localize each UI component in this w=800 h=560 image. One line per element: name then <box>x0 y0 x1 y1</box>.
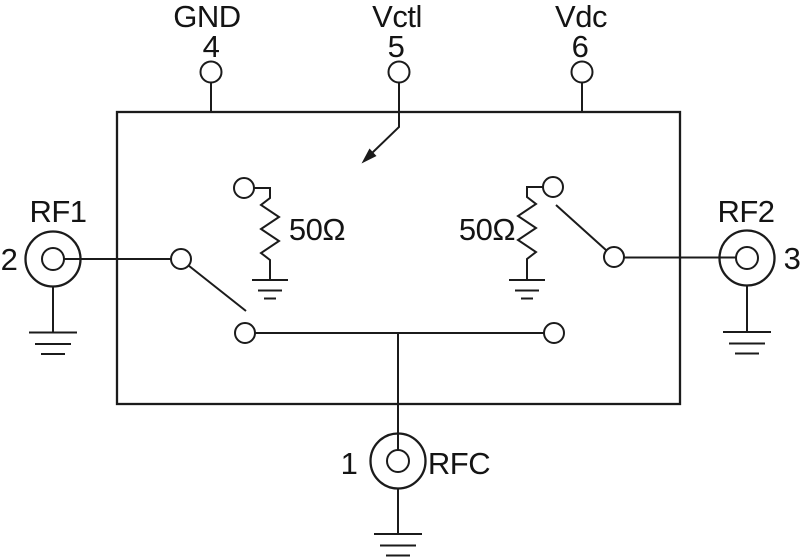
port-rfc-label: RFC <box>428 446 490 481</box>
pin-vdc-terminal-circle <box>570 60 594 84</box>
resistor-right-contact <box>542 176 564 198</box>
control-arrow-icon <box>361 148 377 164</box>
common-line <box>234 322 565 450</box>
rf2-coax-connector-inner <box>735 246 759 270</box>
resistor-right-zigzag <box>516 186 543 279</box>
port-rfc: 1 RFC <box>341 432 491 557</box>
pin-vdc: Vdc 6 <box>555 0 607 111</box>
port-rf1: RF1 2 <box>1 194 171 355</box>
resistor-right-value: 50Ω <box>459 212 515 247</box>
port-rf1-label: RF1 <box>29 194 86 229</box>
port-rf1-number: 2 <box>1 242 18 277</box>
rf1-ground-symbol <box>29 286 77 355</box>
pin-gnd-terminal-circle <box>199 60 223 84</box>
rfc-ground-symbol <box>374 488 422 557</box>
switch-left <box>170 248 247 312</box>
switch-left-arm <box>187 264 247 312</box>
switch-right-arm <box>555 204 608 252</box>
pin-gnd: GND 4 <box>173 0 241 111</box>
resistor-left-value: 50Ω <box>289 212 345 247</box>
resistor-left-zigzag <box>254 187 281 279</box>
pin-vctl-label: Vctl <box>372 0 422 34</box>
pin-vctl-number: 5 <box>388 29 405 64</box>
pin-gnd-number: 4 <box>203 29 220 64</box>
rf1-coax-connector-inner <box>41 247 65 271</box>
pin-gnd-label: GND <box>173 0 240 34</box>
switch-right <box>555 204 736 268</box>
rfc-coax-connector-inner <box>386 449 410 473</box>
switch-right-pole-contact <box>603 246 625 268</box>
port-rf2-label: RF2 <box>717 194 774 229</box>
resistor-right-ground-symbol <box>509 279 545 300</box>
resistor-left-contact <box>233 177 255 199</box>
pin-vdc-label: Vdc <box>555 0 607 34</box>
common-right-contact <box>543 322 565 344</box>
port-rf2-number: 3 <box>784 241 800 276</box>
rf2-ground-symbol <box>723 285 771 355</box>
resistor-left-ground-symbol <box>252 279 288 300</box>
shunt-resistor-right: 50Ω <box>459 176 564 300</box>
pin-vdc-number: 6 <box>572 29 589 64</box>
shunt-resistor-left: 50Ω <box>233 177 346 300</box>
common-left-contact <box>234 322 256 344</box>
pin-vctl: Vctl 5 <box>361 0 422 164</box>
control-arrow-line <box>370 112 400 155</box>
pin-vctl-terminal-circle <box>387 60 411 84</box>
port-rfc-number: 1 <box>341 446 358 481</box>
port-rf2: RF2 3 <box>717 194 800 355</box>
switch-left-pole-contact <box>170 248 192 270</box>
